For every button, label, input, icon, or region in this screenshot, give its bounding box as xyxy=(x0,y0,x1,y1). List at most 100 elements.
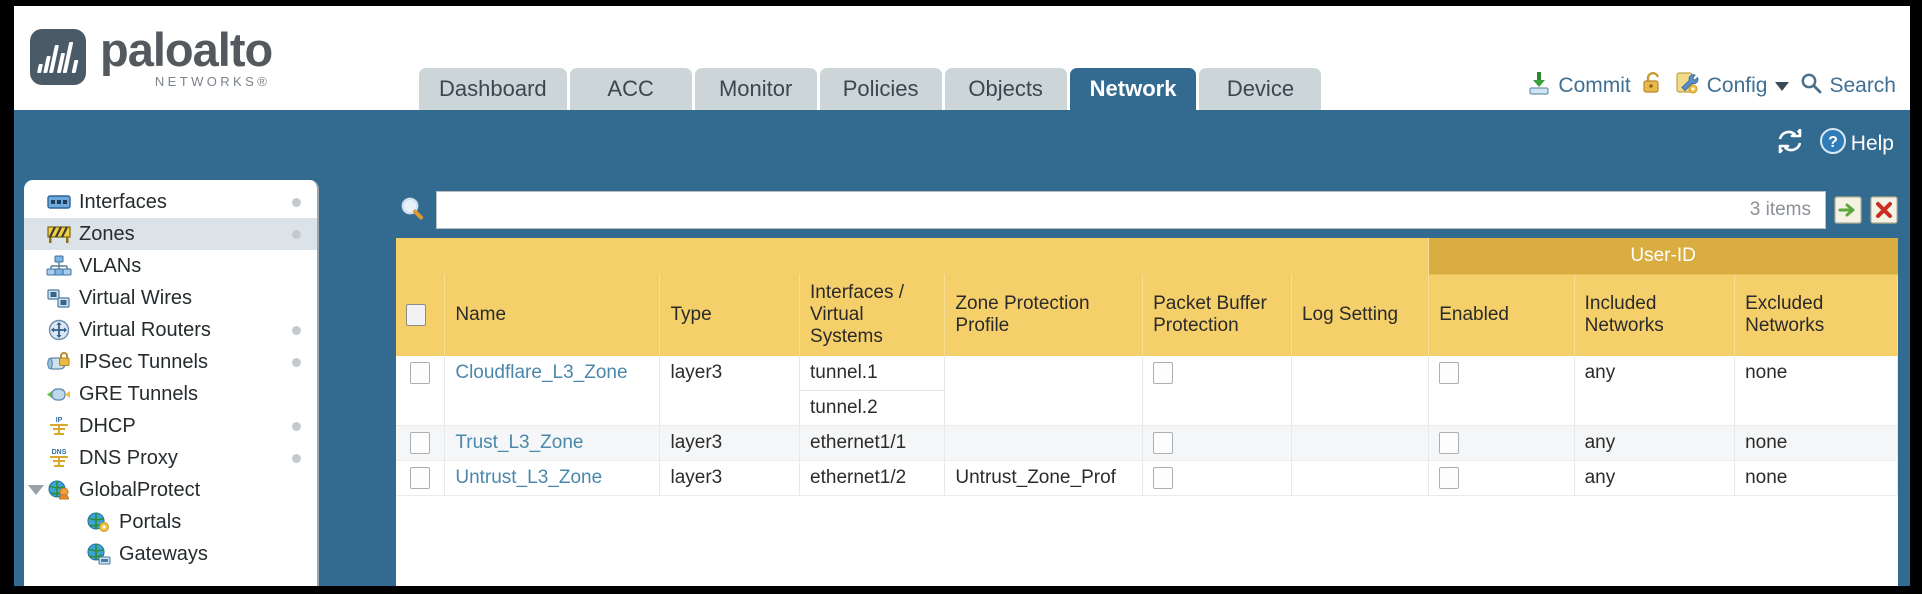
col-header-excluded-networks[interactable]: Excluded Networks xyxy=(1734,274,1898,356)
sidebar-item-gre-tunnels[interactable]: GRE Tunnels xyxy=(24,378,317,410)
commit-button[interactable]: Commit xyxy=(1526,70,1631,102)
row-select-cell[interactable] xyxy=(396,460,446,497)
zone-name-link[interactable]: Untrust_L3_Zone xyxy=(455,467,603,489)
sidebar-item-ipsec-tunnels[interactable]: IPSec Tunnels xyxy=(24,346,317,378)
search-field-wrapper[interactable]: 3 items xyxy=(436,191,1826,229)
col-header-name[interactable]: Name xyxy=(444,274,661,356)
col-header-interfaces[interactable]: Interfaces / Virtual Systems xyxy=(799,274,946,356)
cell-userid-enabled[interactable] xyxy=(1428,356,1575,426)
search-input[interactable] xyxy=(447,198,1750,222)
main-nav-tabs[interactable]: Dashboard ACC Monitor Policies Objects N… xyxy=(419,68,1322,110)
row-checkbox[interactable] xyxy=(410,432,431,454)
sidebar-item-zones[interactable]: Zones xyxy=(24,218,317,250)
sidebar-item-globalprotect[interactable]: GlobalProtect xyxy=(24,474,317,506)
cell-userid-enabled[interactable] xyxy=(1428,425,1575,462)
row-checkbox[interactable] xyxy=(410,362,431,384)
sidebar-item-dns-proxy[interactable]: DNS DNS Proxy xyxy=(24,442,317,474)
cell-packet-buffer-protection[interactable] xyxy=(1142,460,1292,497)
cell-packet-buffer-protection[interactable] xyxy=(1142,356,1292,426)
cell-name: Trust_L3_Zone xyxy=(444,425,661,462)
group-header-spacer xyxy=(396,238,1430,274)
svg-text:?: ? xyxy=(1828,134,1838,151)
row-checkbox[interactable] xyxy=(410,467,431,490)
chevron-down-icon[interactable] xyxy=(28,485,44,495)
cell-type: layer3 xyxy=(659,356,801,426)
status-dot xyxy=(292,326,301,335)
cell-name: Cloudflare_L3_Zone xyxy=(444,356,661,426)
svg-text:DNS: DNS xyxy=(52,449,67,456)
search-filter-icon[interactable] xyxy=(398,195,428,225)
search-button[interactable]: Search xyxy=(1799,71,1896,101)
sidebar-item-interfaces[interactable]: Interfaces xyxy=(24,186,317,218)
packet-buffer-protection-checkbox[interactable] xyxy=(1153,467,1174,490)
col-header-included-networks[interactable]: Included Networks xyxy=(1574,274,1736,356)
sidebar-item-gateways[interactable]: Gateways xyxy=(24,538,317,570)
tab-acc[interactable]: ACC xyxy=(569,68,692,110)
select-all-header[interactable] xyxy=(396,274,446,356)
brand-name: paloalto xyxy=(100,23,273,76)
userid-enabled-checkbox[interactable] xyxy=(1439,362,1460,384)
tab-dashboard[interactable]: Dashboard xyxy=(419,68,567,110)
select-all-checkbox[interactable] xyxy=(406,303,426,326)
tab-device[interactable]: Device xyxy=(1199,68,1322,110)
top-right-actions: Commit Config xyxy=(1526,70,1896,102)
portals-icon xyxy=(86,511,112,533)
ipsec-tunnels-icon xyxy=(46,351,72,373)
config-button[interactable]: Config xyxy=(1675,70,1790,102)
lock-icon[interactable] xyxy=(1641,70,1665,102)
cell-packet-buffer-protection[interactable] xyxy=(1142,425,1292,462)
clear-filter-button[interactable] xyxy=(1870,196,1898,224)
sidebar-item-portals[interactable]: Portals xyxy=(24,506,317,538)
table-row[interactable]: Trust_L3_Zone layer3 ethernet1/1 xyxy=(396,425,1898,462)
col-header-type[interactable]: Type xyxy=(659,274,801,356)
table-row[interactable]: Untrust_L3_Zone layer3 ethernet1/2 Untru… xyxy=(396,460,1898,497)
tab-monitor[interactable]: Monitor xyxy=(694,68,817,110)
tab-policies[interactable]: Policies xyxy=(819,68,942,110)
dns-proxy-icon: DNS xyxy=(46,447,72,469)
items-count: 3 items xyxy=(1749,199,1811,220)
col-header-zone-protection-profile[interactable]: Zone Protection Profile xyxy=(944,274,1144,356)
table-row[interactable]: Cloudflare_L3_Zone layer3 tunnel.1 tunne… xyxy=(396,356,1898,426)
zones-icon xyxy=(46,223,72,245)
col-header-packet-buffer-protection[interactable]: Packet Buffer Protection xyxy=(1142,274,1292,356)
tab-objects[interactable]: Objects xyxy=(944,68,1067,110)
interfaces-icon xyxy=(46,191,72,213)
tab-network[interactable]: Network xyxy=(1069,68,1197,110)
packet-buffer-protection-checkbox[interactable] xyxy=(1153,432,1174,454)
sidebar-item-label: GRE Tunnels xyxy=(79,383,198,405)
help-button[interactable]: ? Help xyxy=(1819,127,1894,161)
zone-name-link[interactable]: Cloudflare_L3_Zone xyxy=(455,362,628,383)
row-select-cell[interactable] xyxy=(396,356,446,426)
zones-table: User-ID Name Type Interfaces / Virtual S… xyxy=(396,238,1898,497)
table-header-row: Name Type Interfaces / Virtual Systems Z… xyxy=(396,274,1898,356)
cell-included-networks: any xyxy=(1574,425,1736,462)
config-label: Config xyxy=(1706,74,1768,97)
refresh-icon[interactable] xyxy=(1775,128,1805,160)
zone-name-link[interactable]: Trust_L3_Zone xyxy=(455,432,584,453)
paloalto-logo-icon xyxy=(30,29,86,85)
col-header-enabled[interactable]: Enabled xyxy=(1428,274,1575,356)
commit-icon xyxy=(1526,70,1552,102)
sidebar-item-dhcp[interactable]: IP DHCP xyxy=(24,410,317,442)
cell-interfaces: tunnel.1 tunnel.2 xyxy=(799,356,946,426)
cell-zone-protection-profile xyxy=(944,425,1144,462)
status-dot xyxy=(292,454,301,463)
apply-filter-button[interactable] xyxy=(1834,196,1862,224)
cell-log-setting xyxy=(1291,425,1430,462)
gre-tunnels-icon xyxy=(46,383,72,405)
userid-enabled-checkbox[interactable] xyxy=(1439,467,1460,490)
chevron-down-icon[interactable] xyxy=(1775,81,1790,91)
sidebar-item-virtual-routers[interactable]: Virtual Routers xyxy=(24,314,317,346)
cell-included-networks: any xyxy=(1574,460,1736,497)
col-header-log-setting[interactable]: Log Setting xyxy=(1291,274,1430,356)
sidebar-item-vlans[interactable]: VLANs xyxy=(24,250,317,282)
cell-userid-enabled[interactable] xyxy=(1428,460,1575,497)
packet-buffer-protection-checkbox[interactable] xyxy=(1153,362,1174,384)
virtual-wires-icon xyxy=(46,287,72,309)
cell-excluded-networks: none xyxy=(1734,460,1898,497)
sidebar-item-label: Virtual Wires xyxy=(79,287,192,309)
sidebar-item-virtual-wires[interactable]: Virtual Wires xyxy=(24,282,317,314)
userid-enabled-checkbox[interactable] xyxy=(1439,432,1460,454)
gateways-icon xyxy=(86,543,112,565)
row-select-cell[interactable] xyxy=(396,425,446,462)
